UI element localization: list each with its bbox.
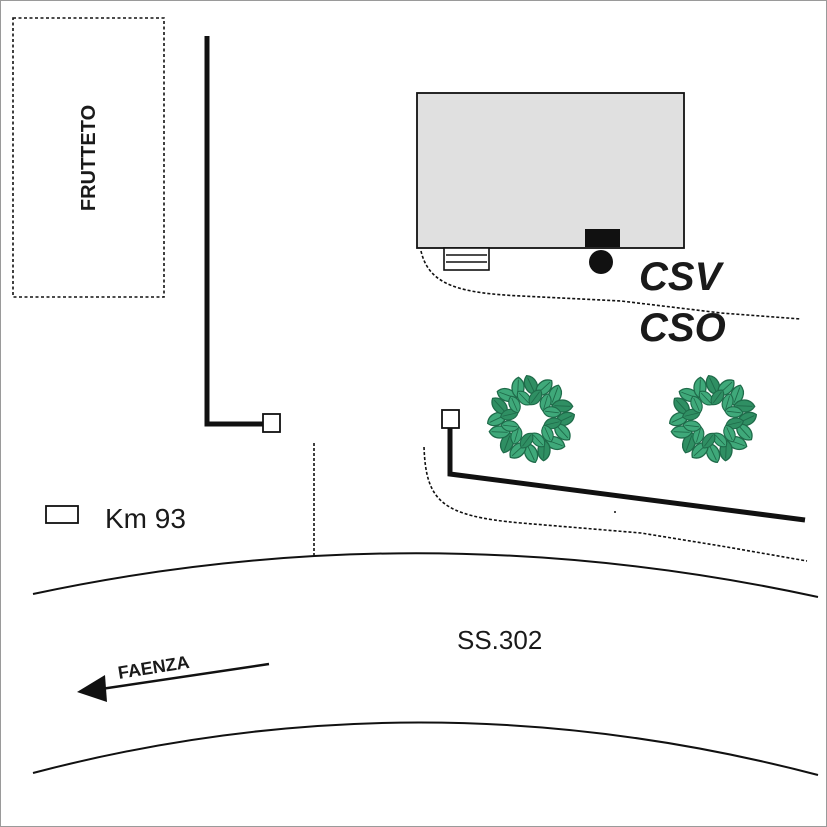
tree-leaf-vein: [696, 428, 701, 443]
road-edge-south: [32, 721, 819, 776]
tree-leaf-vein: [673, 431, 690, 433]
tree-leaf-vein: [675, 399, 688, 413]
tree-leaf-vein: [532, 434, 544, 446]
tree-leaf-vein: [527, 377, 535, 393]
tree-leaf-vein: [522, 434, 532, 447]
arrow-left-icon: [77, 675, 107, 702]
tree-icon: [486, 374, 576, 464]
tree-icon: [668, 374, 758, 464]
marker-dot: [614, 511, 616, 513]
orchard-area: [12, 17, 165, 298]
building-path-line: [420, 250, 802, 320]
tree-leaf-vein: [725, 395, 730, 410]
tree-leaf-vein: [685, 435, 693, 451]
access-lane-line: [204, 36, 263, 427]
roadside-lane-line: [447, 428, 806, 523]
tree-leaf-vein: [684, 412, 699, 417]
tree-leaf-vein: [709, 445, 717, 461]
tree-leaf-vein: [726, 410, 741, 414]
tree-leaf-vein: [503, 424, 518, 428]
tree-leaf-vein: [544, 410, 559, 414]
tree-leaf-vein: [511, 397, 518, 411]
tree-leaf-vein: [554, 405, 571, 407]
tree-leaf-vein: [503, 435, 511, 451]
tree-leaf-vein: [738, 425, 751, 439]
tree-leaf-vein: [514, 428, 519, 443]
tree-leaf-vein: [714, 434, 726, 446]
tree-leaf-vein: [491, 431, 508, 433]
tree-leaf-vein: [709, 377, 717, 393]
km-marker-icon: [45, 505, 79, 524]
tree-leaf-vein: [700, 392, 712, 404]
tree-leaf-vein: [726, 427, 733, 441]
tree-leaf-vein: [502, 412, 517, 417]
road-label: SS.302: [457, 625, 542, 655]
km-marker-label: Km 93: [105, 503, 186, 534]
tree-leaf-vein: [493, 399, 506, 413]
building-icon: [416, 92, 685, 249]
station-sensor-icon: [589, 250, 613, 274]
tree-leaf-vein: [733, 387, 741, 403]
tree-leaf-vein: [530, 391, 540, 404]
station-label-cso: CSO: [639, 306, 726, 350]
tree-leaf-vein: [543, 395, 548, 410]
orchard-label: FRUTTETO: [78, 105, 100, 211]
tree-leaf-vein: [736, 405, 753, 407]
roadside-edge-line: [423, 446, 808, 562]
tree-leaf-vein: [704, 434, 714, 447]
road-edge-north: [32, 552, 819, 598]
tree-leaf-vein: [518, 392, 530, 404]
tree-leaf-vein: [685, 424, 700, 428]
tree-leaf-vein: [545, 421, 560, 426]
tree-leaf-vein: [727, 421, 742, 426]
tree-leaf-vein: [712, 391, 722, 404]
station-label-csv: CSV: [639, 255, 725, 299]
station-box-icon: [585, 229, 620, 247]
tree-leaf-vein: [527, 445, 535, 461]
entrance-steps: [443, 247, 490, 271]
tree-leaf-vein: [551, 387, 559, 403]
direction-arrow-line: [100, 662, 270, 691]
tree-leaf-vein: [693, 397, 700, 411]
sensor-icon: [441, 409, 460, 429]
tree-leaf-vein: [544, 427, 551, 441]
sensor-icon: [262, 413, 281, 433]
tree-leaf-vein: [556, 425, 569, 439]
